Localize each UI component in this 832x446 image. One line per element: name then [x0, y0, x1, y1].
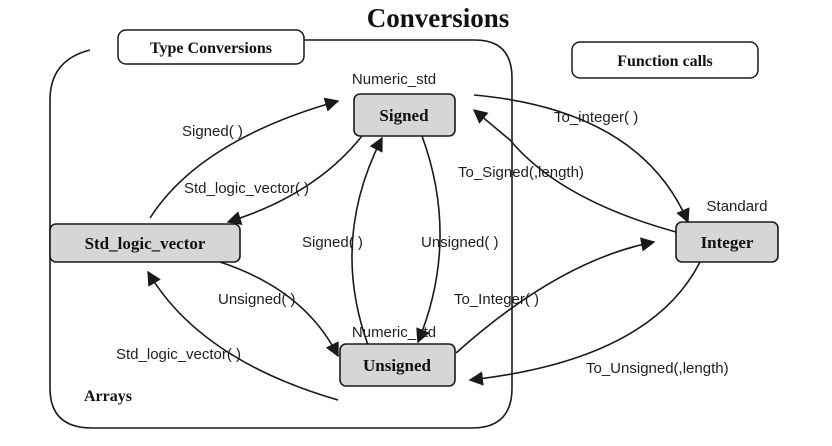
edge-label-signed-to-slv: Std_logic_vector( ): [184, 180, 309, 197]
diagram-title: Conversions: [367, 3, 510, 33]
signed-node: Signed: [353, 93, 456, 137]
function-calls-label-box: Function calls: [571, 41, 759, 79]
integer-package-label: Standard: [707, 198, 768, 215]
edge-integer-to-unsigned: [468, 261, 701, 386]
integer-node: Integer: [675, 221, 779, 263]
edge-signed-to-slv: [226, 135, 363, 226]
arrays-label: Arrays: [84, 388, 132, 405]
edge-slv-to-signed: [149, 97, 340, 219]
integer-node-label: Integer: [701, 233, 754, 252]
edge-integer-to-signed: [472, 109, 677, 233]
signed-node-label: Signed: [379, 106, 429, 125]
edge-unsigned-to-signed: [351, 136, 383, 346]
unsigned-node: Unsigned: [339, 343, 456, 387]
edge-label-slv-to-unsigned: Unsigned( ): [218, 291, 296, 308]
edge-label-integer-to-unsigned: To_Unsigned(,length): [586, 360, 729, 377]
edge-unsigned-to-slv: [147, 270, 339, 401]
edge-signed-to-unsigned: [416, 135, 441, 344]
signed-package-label: Numeric_std: [352, 71, 436, 88]
edge-unsigned-to-integer: [455, 237, 656, 354]
edge-label-unsigned-to-integer: To_Integer( ): [454, 291, 539, 308]
type-conversions-label-box: Type Conversions: [117, 29, 305, 65]
type-conversions-region: [49, 39, 513, 429]
std-logic-vector-node: Std_logic_vector: [49, 223, 241, 263]
edge-signed-to-integer: [473, 94, 690, 224]
unsigned-node-label: Unsigned: [363, 356, 432, 375]
unsigned-package-label: Numeric_std: [352, 324, 436, 341]
function-calls-label: Function calls: [617, 53, 713, 70]
edge-label-unsigned-to-slv: Std_logic_vector( ): [116, 346, 241, 363]
edge-slv-to-unsigned: [219, 261, 339, 358]
edge-label-unsigned-to-signed: Signed( ): [302, 234, 363, 251]
edge-label-signed-to-integer: To_integer( ): [554, 109, 638, 126]
edge-label-integer-to-signed: To_Signed(,length): [458, 164, 584, 181]
edge-label-signed-to-unsigned: Unsigned( ): [421, 234, 499, 251]
std-logic-vector-node-label: Std_logic_vector: [85, 234, 206, 253]
type-conversions-label: Type Conversions: [150, 40, 272, 57]
edge-label-slv-to-signed: Signed( ): [182, 123, 243, 140]
